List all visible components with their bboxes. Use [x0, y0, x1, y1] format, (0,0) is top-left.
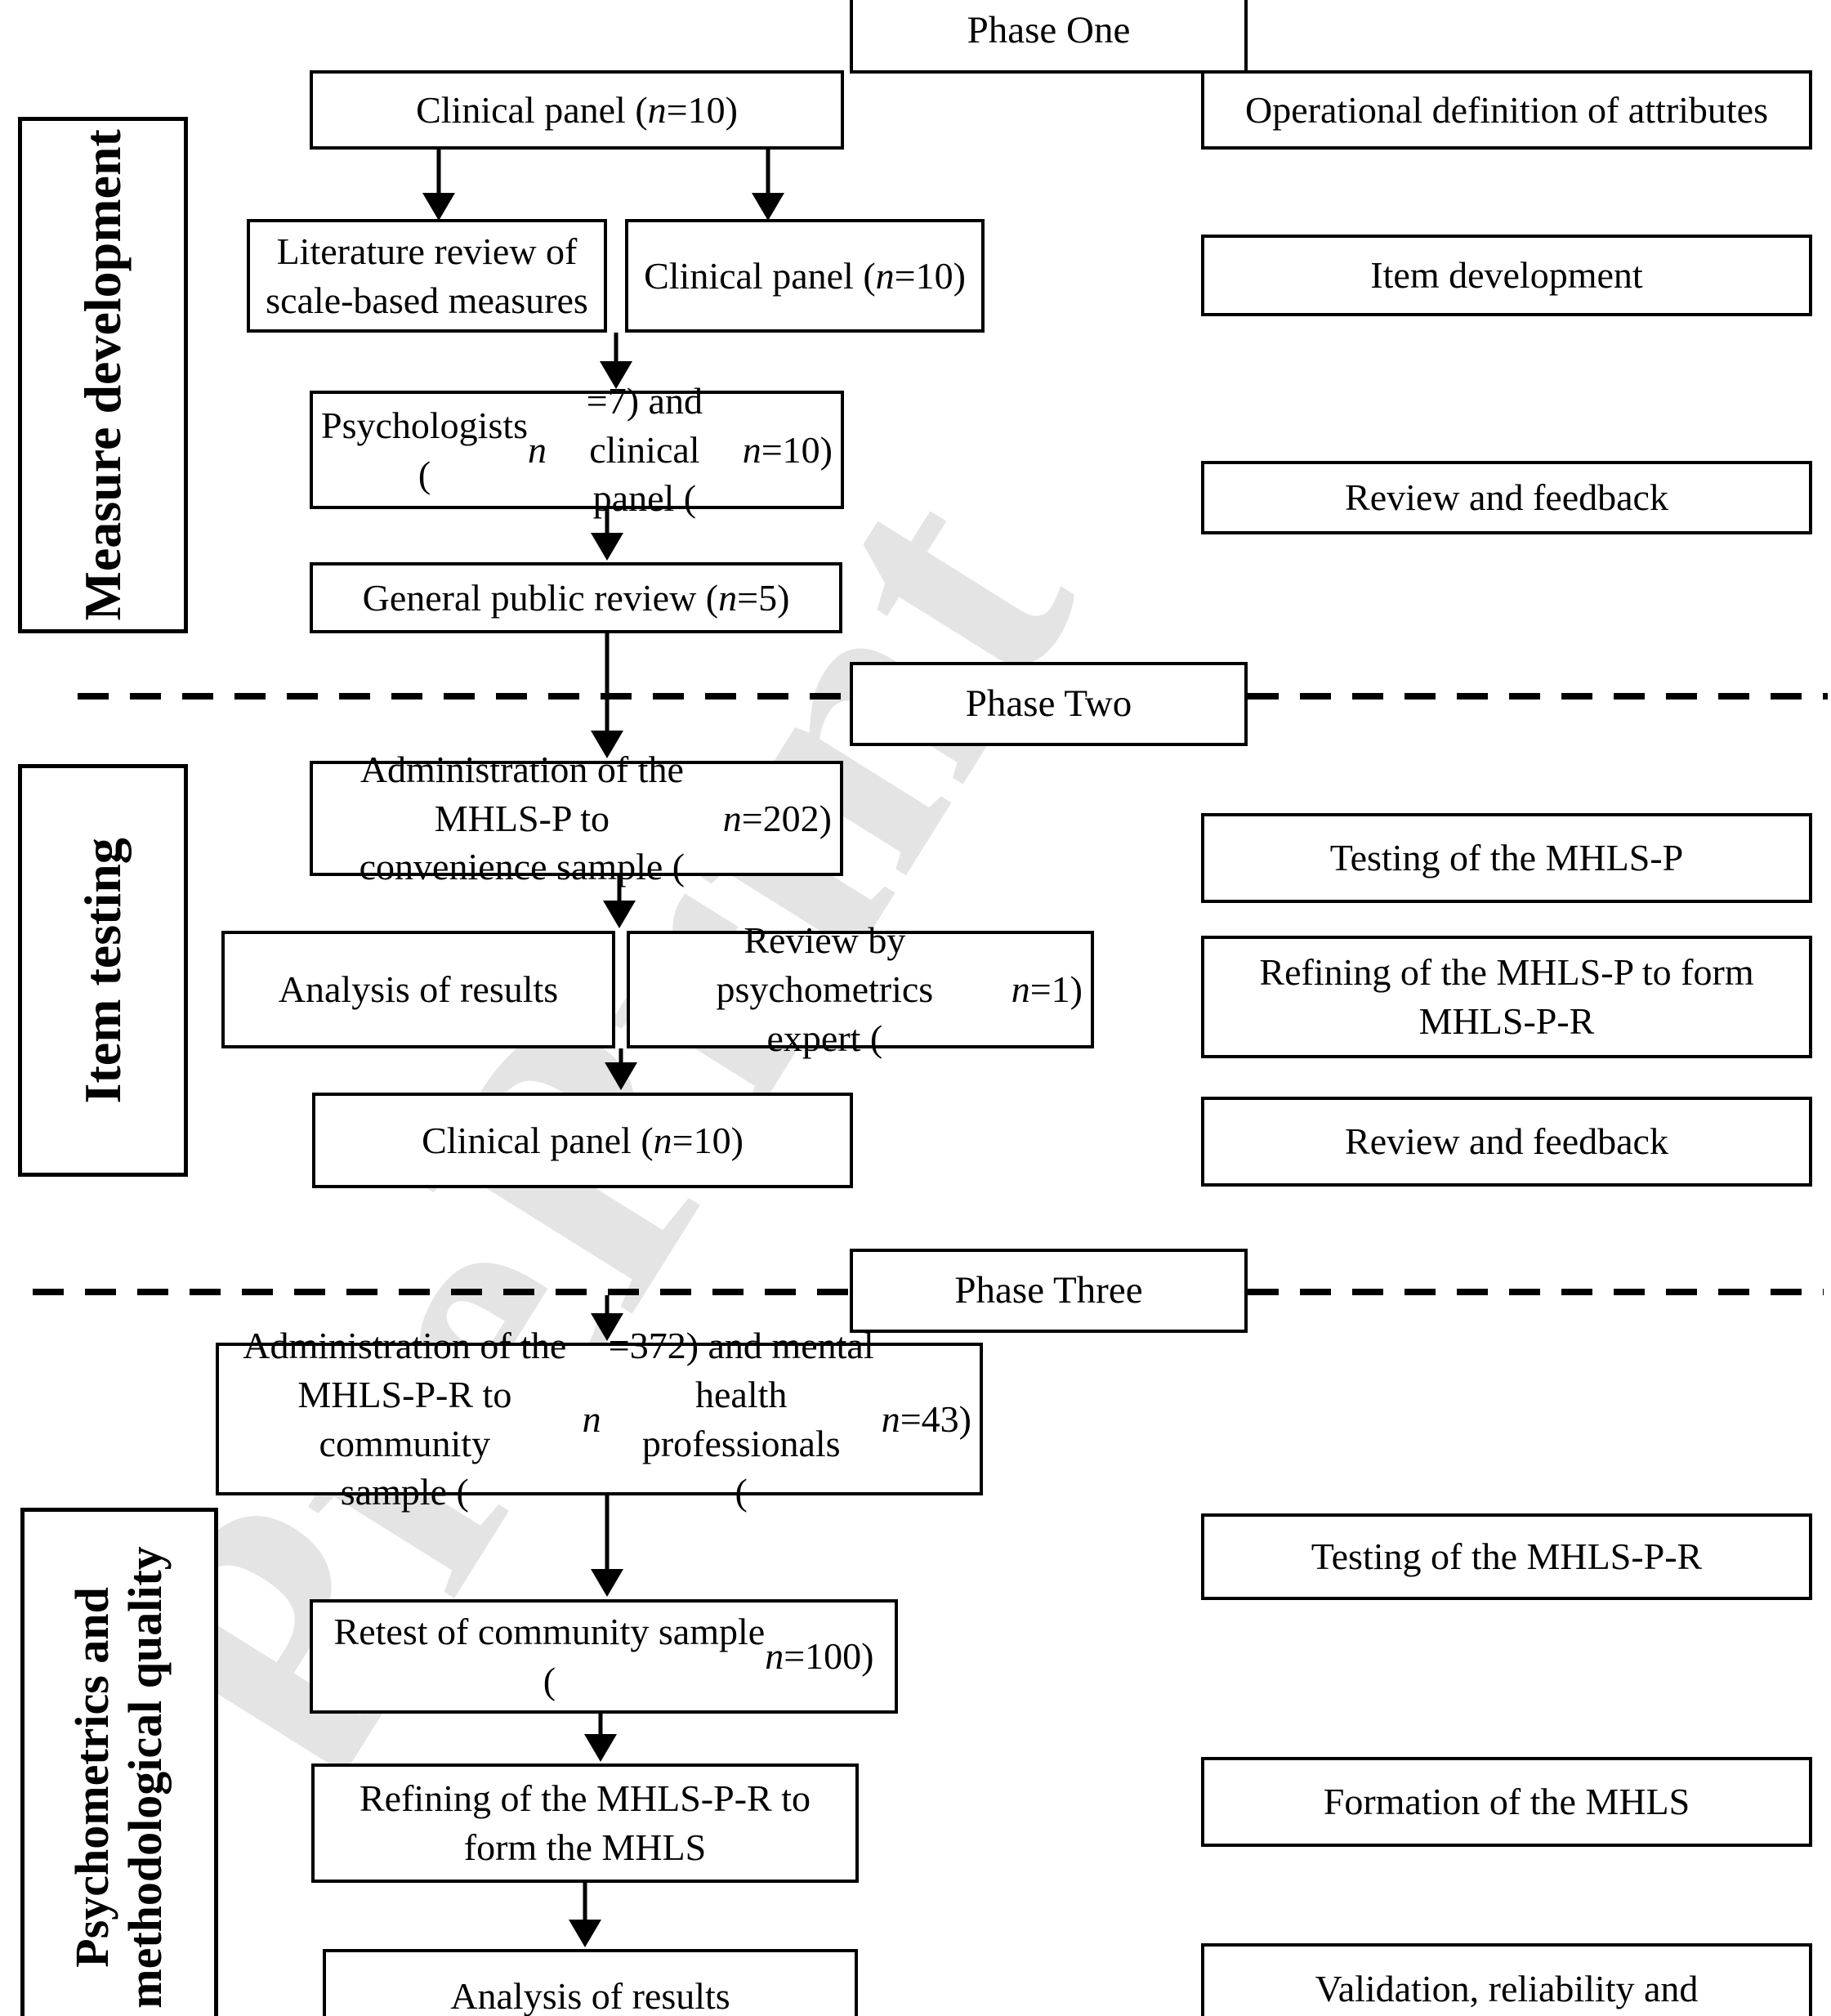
validation-reliability-box: Validation, reliability andmethodologica… [1201, 1943, 1812, 2016]
sidebar-item-testing: Item testing [18, 764, 188, 1177]
testing-mhls-p-box: Testing of the MHLS-P [1201, 813, 1812, 903]
phase-three-divider-left [33, 1289, 850, 1295]
sidebar-psychometrics-label: Psychometrics and methodological quality [65, 1546, 172, 2009]
clinical-panel-3-box: Clinical panel (n=10) [312, 1093, 853, 1188]
arrow-to-administration-pr [591, 1295, 623, 1341]
sidebar-measure-development-label: Measure development [74, 129, 132, 621]
arrow-to-administration-p [591, 633, 623, 758]
analysis-results-2-box: Analysis of results [323, 1949, 858, 2016]
arrow-clinical-to-literature [422, 150, 455, 221]
item-development-box: Item development [1201, 235, 1812, 316]
analysis-results-1-box: Analysis of results [221, 931, 615, 1048]
review-feedback-1-box: Review and feedback [1201, 461, 1812, 534]
clinical-panel-1-box: Clinical panel (n=10) [310, 70, 844, 150]
arrow-clinical-to-clinical2 [752, 150, 784, 221]
arrow-to-analysis-2 [569, 1883, 601, 1947]
administration-mhls-pr-box: Administration of the MHLS-P-R to commun… [216, 1325, 983, 1513]
phase-three-divider-right [1248, 1289, 1824, 1295]
testing-mhls-pr-box: Testing of the MHLS-P-R [1201, 1513, 1812, 1600]
sidebar-item-testing-label: Item testing [74, 837, 132, 1104]
formation-mhls-box: Formation of the MHLS [1201, 1757, 1812, 1847]
sidebar-psychometrics-line2: methodological quality [118, 1546, 172, 2009]
retest-community-sample-box: Retest of community sample(n=100) [310, 1599, 898, 1714]
general-public-review-box: General public review (n=5) [310, 562, 842, 633]
phase-one-box: Phase One [850, 0, 1248, 74]
phase-three-box: Phase Three [850, 1249, 1248, 1333]
arrow-to-clinical-panel-3 [605, 1048, 637, 1090]
phase-two-divider-left [78, 693, 850, 700]
arrow-to-psychologists [600, 333, 632, 389]
sidebar-measure-development: Measure development [18, 117, 188, 633]
sidebar-psychometrics-line1: Psychometrics and [65, 1587, 119, 1968]
arrow-to-general-review [591, 509, 623, 561]
arrow-to-retest [591, 1495, 623, 1597]
arrow-to-refining-r [584, 1714, 617, 1762]
operational-definition-box: Operational definition of attributes [1201, 70, 1812, 150]
arrow-to-analysis-review [603, 876, 636, 928]
phase-two-divider-right [1248, 693, 1828, 700]
clinical-panel-2-box: Clinical panel (n=10) [625, 219, 985, 333]
sidebar-psychometrics: Psychometrics and methodological quality [20, 1508, 218, 2016]
review-feedback-2-box: Review and feedback [1201, 1097, 1812, 1187]
phase-two-box: Phase Two [850, 662, 1248, 746]
